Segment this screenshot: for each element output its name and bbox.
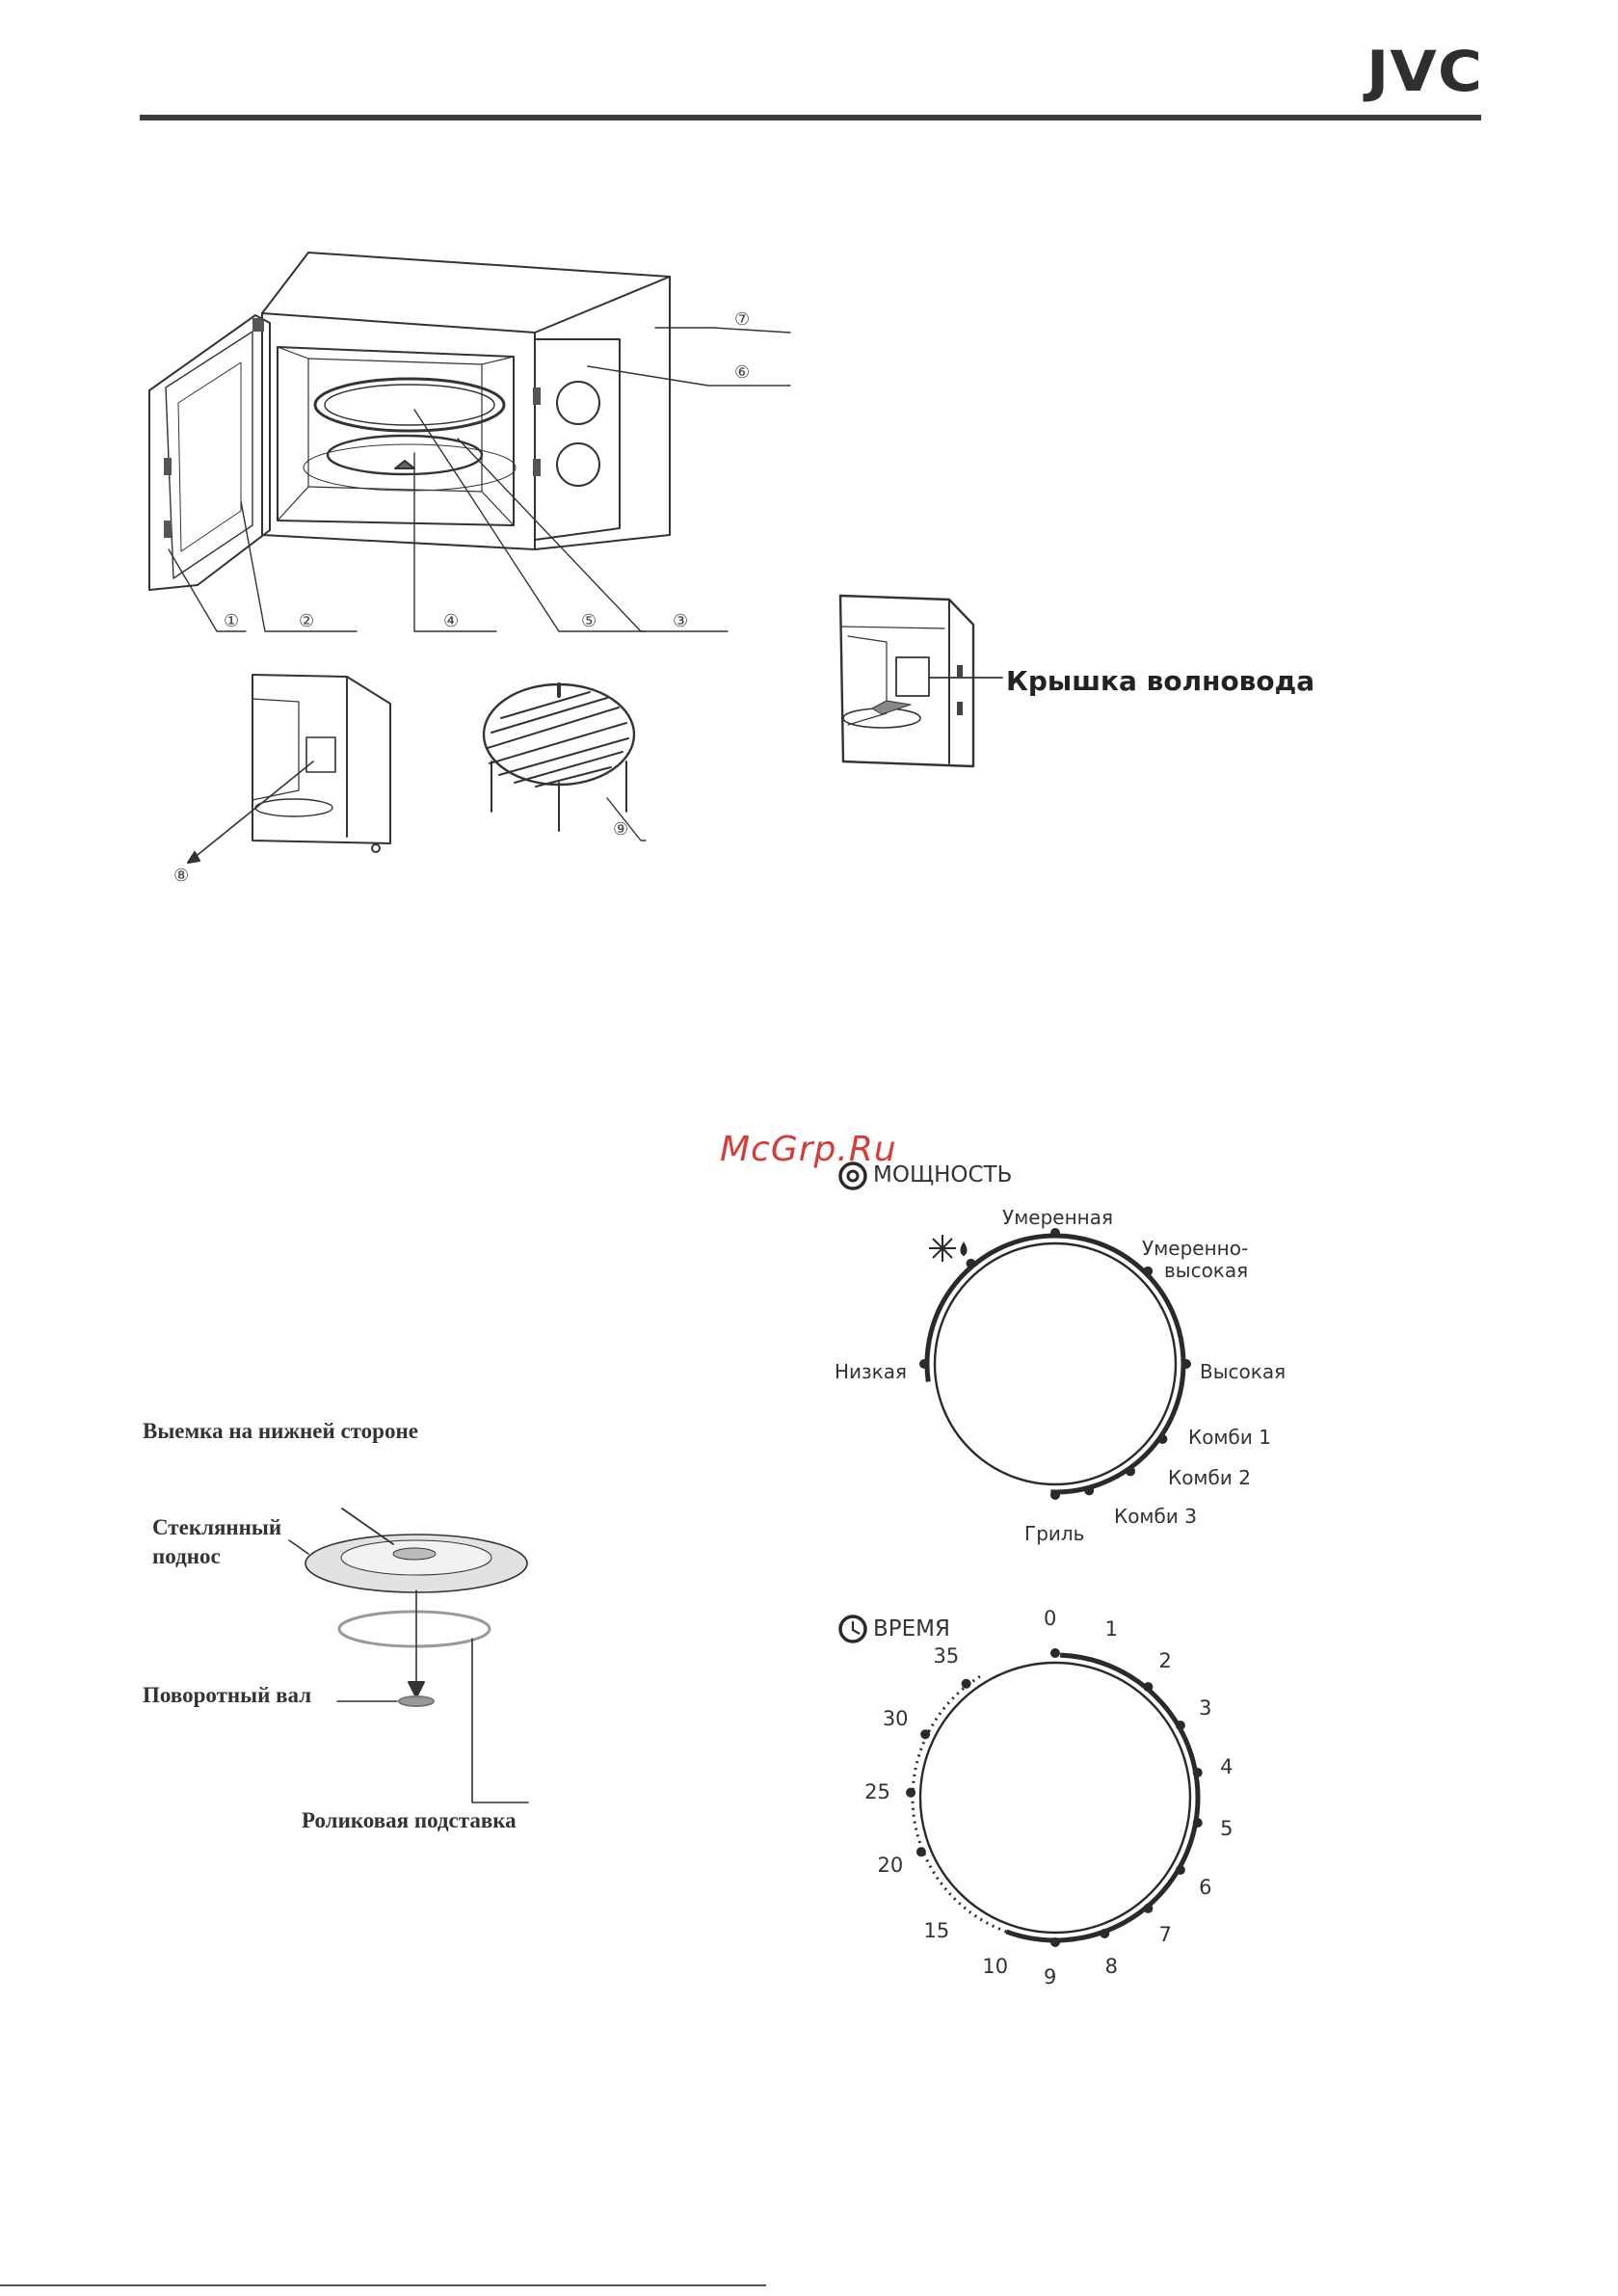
footer-rule bbox=[0, 2284, 766, 2286]
part-label-4: ④ bbox=[443, 611, 459, 631]
timer-tick-label-15: 15 bbox=[924, 1919, 950, 1942]
snowflake-drop-icon bbox=[929, 1235, 967, 1262]
part-label-1: ① bbox=[224, 611, 239, 631]
power-dial-title: МОЩНОСТЬ bbox=[873, 1162, 1012, 1188]
timer-tick-dot-5 bbox=[1193, 1818, 1203, 1828]
timer-tick-label-8: 8 bbox=[1105, 1955, 1118, 1978]
timer-tick-dot-9 bbox=[1050, 1937, 1060, 1947]
power-setting-medium-high: Умеренно- высокая bbox=[1142, 1238, 1248, 1282]
part-label-5: ⑤ bbox=[581, 611, 597, 631]
timer-tick-label-4: 4 bbox=[1220, 1755, 1233, 1778]
power-setting-dot-5 bbox=[1126, 1466, 1135, 1476]
power-setting-dot-0 bbox=[919, 1359, 929, 1369]
power-setting-high: Высокая bbox=[1200, 1361, 1286, 1383]
power-setting-combi-3: Комби 3 bbox=[1114, 1506, 1197, 1528]
timer-tick-label-5: 5 bbox=[1220, 1817, 1233, 1840]
roller-ring-label: Роликовая подставка bbox=[302, 1806, 517, 1835]
timer-tick-dot-2 bbox=[1143, 1682, 1153, 1692]
timer-tick-label-25: 25 bbox=[864, 1780, 890, 1803]
timer-tick-dot-7 bbox=[1143, 1904, 1153, 1913]
part-label-8: ⑧ bbox=[173, 866, 189, 886]
power-setting-low: Низкая bbox=[835, 1361, 907, 1383]
power-setting-dot-4 bbox=[1157, 1434, 1167, 1444]
part-number-labels: ① ② ③ ④ ⑤ ⑥ ⑦ ⑧ ⑨ bbox=[173, 309, 750, 886]
timer-dial bbox=[840, 1616, 1198, 1940]
part-label-3: ③ bbox=[673, 611, 688, 631]
timer-tick-dot-25 bbox=[906, 1788, 915, 1798]
power-setting-dot-defrost bbox=[967, 1259, 976, 1268]
timer-tick-label-0: 0 bbox=[1044, 1607, 1056, 1630]
waveguide-cover-illustration bbox=[840, 596, 1002, 766]
timer-tick-dot-6 bbox=[1176, 1865, 1185, 1875]
timer-tick-dot-35 bbox=[962, 1679, 971, 1689]
power-setting-combi-2: Комби 2 bbox=[1168, 1467, 1251, 1489]
part-label-2: ② bbox=[299, 611, 314, 631]
timer-tick-label-35: 35 bbox=[933, 1644, 959, 1668]
part-label-6: ⑥ bbox=[734, 362, 750, 383]
timer-tick-dot-30 bbox=[920, 1729, 930, 1739]
timer-tick-label-10: 10 bbox=[982, 1955, 1008, 1978]
waveguide-small-illustration bbox=[188, 675, 390, 863]
timer-tick-dot-4 bbox=[1193, 1768, 1203, 1777]
timer-tick-label-7: 7 bbox=[1159, 1923, 1172, 1946]
timer-tick-label-30: 30 bbox=[883, 1707, 909, 1730]
power-setting-medium: Умеренная bbox=[1002, 1207, 1113, 1229]
waveguide-cover-label: Крышка волновода bbox=[1006, 665, 1314, 697]
notch-label: Выемка на нижней стороне bbox=[143, 1417, 418, 1446]
watermark: McGrp.Ru bbox=[720, 1130, 897, 1169]
timer-tick-dot-20 bbox=[916, 1847, 926, 1856]
timer-tick-label-6: 6 bbox=[1199, 1876, 1211, 1899]
power-setting-dot-6 bbox=[1084, 1485, 1094, 1495]
timer-tick-dot-0 bbox=[1050, 1648, 1060, 1658]
part-label-7: ⑦ bbox=[734, 309, 750, 330]
turntable-shaft-label: Поворотный вал bbox=[143, 1681, 311, 1710]
timer-dial-dots bbox=[906, 1648, 1203, 1947]
microwave-illustration bbox=[149, 253, 790, 631]
grill-rack-illustration bbox=[484, 684, 646, 841]
timer-tick-label-1: 1 bbox=[1105, 1617, 1118, 1641]
timer-tick-label-9: 9 bbox=[1044, 1965, 1056, 1989]
timer-tick-label-2: 2 bbox=[1159, 1649, 1172, 1672]
power-setting-grill: Гриль bbox=[1024, 1523, 1084, 1545]
timer-tick-label-20: 20 bbox=[878, 1854, 904, 1877]
power-setting-dot-7 bbox=[1050, 1490, 1060, 1500]
part-label-9: ⑨ bbox=[613, 819, 628, 840]
timer-tick-label-3: 3 bbox=[1199, 1696, 1211, 1720]
timer-dial-title: ВРЕМЯ bbox=[873, 1616, 950, 1642]
turntable-illustration bbox=[289, 1508, 528, 1802]
power-setting-combi-1: Комби 1 bbox=[1188, 1427, 1271, 1449]
glass-tray-label: Стеклянный поднос bbox=[152, 1513, 281, 1571]
power-setting-dot-1 bbox=[1050, 1228, 1060, 1238]
power-setting-dot-3 bbox=[1181, 1359, 1191, 1369]
timer-tick-dot-8 bbox=[1100, 1929, 1109, 1938]
timer-tick-dot-3 bbox=[1176, 1721, 1185, 1730]
